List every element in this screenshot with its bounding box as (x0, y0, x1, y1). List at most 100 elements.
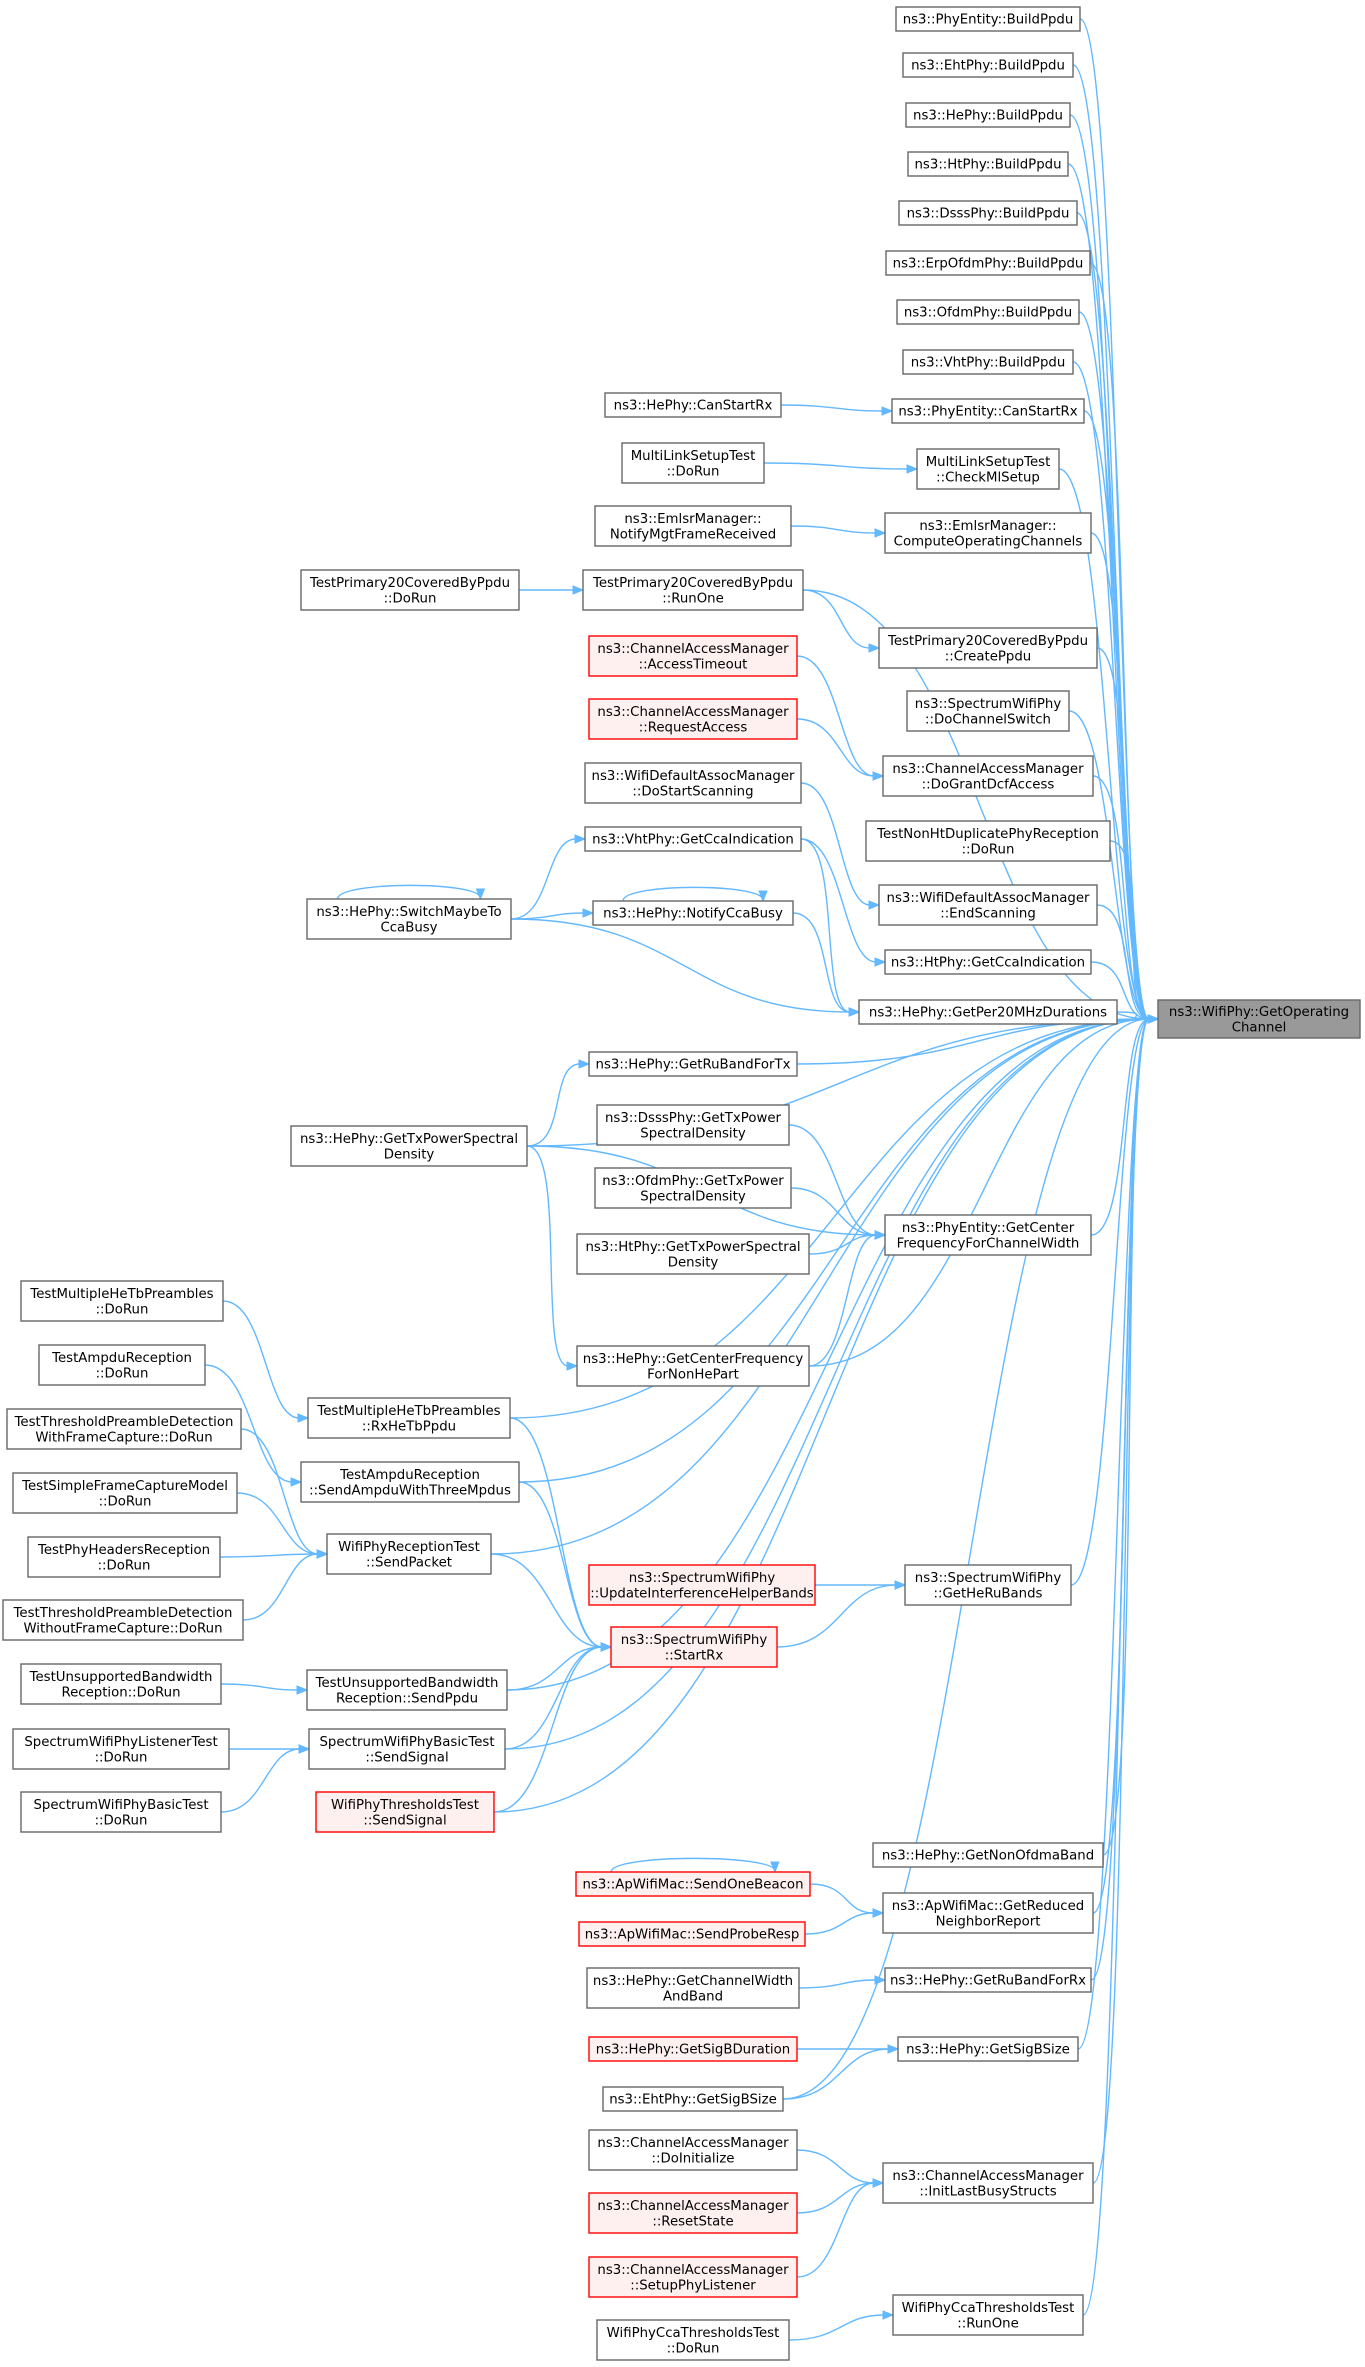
graph-node-tar-dorun[interactable]: TestAmpduReception::DoRun (38, 1344, 206, 1386)
graph-node-wprt-sendpacket[interactable]: WifiPhyReceptionTest::SendPacket (326, 1533, 492, 1575)
call-edge (504, 1018, 1150, 1750)
node-label: ::AccessTimeout (639, 657, 748, 672)
graph-node-mlst-dorun[interactable]: MultiLinkSetupTest::DoRun (621, 442, 765, 484)
nodes-layer: ns3::WifiPhy::GetOperatingChannelns3::Ph… (2, 6, 1361, 2361)
graph-node-wptt-sendsignal[interactable]: WifiPhyThresholdsTest::SendSignal (315, 1791, 495, 1833)
node-label: ns3::SpectrumWifiPhy (621, 1633, 768, 1648)
graph-node-tp20-runone[interactable]: TestPrimary20CoveredByPpdu::RunOne (582, 569, 804, 611)
graph-node-mlst-checkmlsetup[interactable]: MultiLinkSetupTest::CheckMlSetup (916, 448, 1060, 490)
graph-node-tp20-dorun[interactable]: TestPrimary20CoveredByPpdu::DoRun (300, 569, 520, 611)
graph-node-hephy-getrubandfortx[interactable]: ns3::HePhy::GetRuBandForTx (588, 1051, 798, 1077)
graph-node-tphr-dorun[interactable]: TestPhyHeadersReception::DoRun (27, 1536, 221, 1578)
graph-node-ttpd-withoutfc-dorun[interactable]: TestThresholdPreambleDetectionWithoutFra… (2, 1599, 244, 1641)
graph-node-htphy-buildppdu[interactable]: ns3::HtPhy::BuildPpdu (907, 151, 1069, 177)
graph-node-hephy-notifyccabusy[interactable]: ns3::HePhy::NotifyCcaBusy (592, 900, 794, 926)
graph-node-tar-sendampduwiththreempdus[interactable]: TestAmpduReception::SendAmpduWithThreeMp… (300, 1461, 520, 1503)
arrowhead (1147, 1014, 1160, 1024)
graph-node-swp-updateinterferencehelperbands[interactable]: ns3::SpectrumWifiPhy::UpdateInterference… (588, 1564, 816, 1606)
graph-node-apwifimac-sendproberesp[interactable]: ns3::ApWifiMac::SendProbeResp (578, 1921, 806, 1947)
graph-node-swplt-dorun[interactable]: SpectrumWifiPhyListenerTest::DoRun (12, 1728, 230, 1770)
graph-node-wpcct-runone[interactable]: WifiPhyCcaThresholdsTest::RunOne (892, 2294, 1084, 2336)
graph-node-hephy-getsigbduration[interactable]: ns3::HePhy::GetSigBDuration (588, 2036, 798, 2062)
call-edge (204, 1364, 293, 1483)
graph-node-cam-setupphylistener[interactable]: ns3::ChannelAccessManager::SetupPhyListe… (588, 2256, 798, 2298)
graph-node-tsfcm-dorun[interactable]: TestSimpleFrameCaptureModel::DoRun (12, 1472, 238, 1514)
graph-node-tnhdpr-dorun[interactable]: TestNonHtDuplicatePhyReception::DoRun (865, 820, 1111, 862)
graph-node-wdam-endscanning[interactable]: ns3::WifiDefaultAssocManager::EndScannin… (878, 884, 1098, 926)
graph-node-cam-dograntdcfaccess[interactable]: ns3::ChannelAccessManager::DoGrantDcfAcc… (882, 755, 1094, 797)
graph-node-cam-requestaccess[interactable]: ns3::ChannelAccessManager::RequestAccess (588, 698, 798, 740)
graph-node-emlsr-notifymgtframereceived[interactable]: ns3::EmlsrManager::NotifyMgtFrameReceive… (594, 505, 792, 547)
arrowhead (770, 1861, 780, 1874)
graph-node-swp-startrx[interactable]: ns3::SpectrumWifiPhy::StartRx (610, 1626, 778, 1668)
graph-node-cam-doinitialize[interactable]: ns3::ChannelAccessManager::DoInitialize (588, 2129, 798, 2171)
graph-node-wdam-dostartscanning[interactable]: ns3::WifiDefaultAssocManager::DoStartSca… (584, 762, 802, 804)
node-box (882, 755, 1094, 797)
graph-node-swpbt-sendsignal[interactable]: SpectrumWifiPhyBasicTest::SendSignal (308, 1728, 506, 1770)
graph-node-wpcct-dorun[interactable]: WifiPhyCcaThresholdsTest::DoRun (596, 2319, 790, 2361)
graph-node-cam-resetstate[interactable]: ns3::ChannelAccessManager::ResetState (588, 2192, 798, 2234)
graph-node-erpofdmphy-buildppdu[interactable]: ns3::ErpOfdmPhy::BuildPpdu (885, 250, 1091, 276)
call-edge (222, 1300, 300, 1419)
graph-node-ehtphy-buildppdu[interactable]: ns3::EhtPhy::BuildPpdu (902, 52, 1074, 78)
node-label: TestUnsupportedBandwidth (315, 1676, 499, 1691)
node-box (858, 999, 1118, 1025)
node-label: ns3::HePhy::GetChannelWidth (593, 1974, 793, 1989)
graph-node-htphy-getccaindication[interactable]: ns3::HtPhy::GetCcaIndication (884, 949, 1092, 975)
graph-node-dsssphy-buildppdu[interactable]: ns3::DsssPhy::BuildPpdu (898, 200, 1078, 226)
graph-node-hephy-getcenterfreqnonhe[interactable]: ns3::HePhy::GetCenterFrequencyForNonHePa… (576, 1345, 810, 1387)
node-label: ::DoChannelSwitch (925, 712, 1051, 727)
arrowhead (298, 1744, 311, 1754)
graph-node-ttpd-withfc-dorun[interactable]: TestThresholdPreambleDetectionWithFrameC… (6, 1408, 242, 1450)
node-label: ns3::HtPhy::BuildPpdu (915, 158, 1062, 173)
graph-node-apwifimac-sendonebeacon[interactable]: ns3::ApWifiMac::SendOneBeacon (575, 1871, 811, 1897)
graph-node-hephy-getsigbsize[interactable]: ns3::HePhy::GetSigBSize (897, 2036, 1079, 2062)
graph-node-phyentity-getcenterfreq[interactable]: ns3::PhyEntity::GetCenterFrequencyForCha… (884, 1214, 1092, 1256)
graph-node-phyentity-canstartrx[interactable]: ns3::PhyEntity::CanStartRx (891, 398, 1085, 424)
graph-node-emlsr-computeopchannels[interactable]: ns3::EmlsrManager::ComputeOperatingChann… (884, 512, 1092, 554)
graph-node-cam-accesstimeout[interactable]: ns3::ChannelAccessManager::AccessTimeout (588, 635, 798, 677)
node-box (610, 1626, 778, 1668)
graph-node-hephy-buildppdu[interactable]: ns3::HePhy::BuildPpdu (905, 102, 1071, 128)
node-label: ns3::HePhy::GetTxPowerSpectral (300, 1132, 518, 1147)
graph-node-vhtphy-getccaindication[interactable]: ns3::VhtPhy::GetCcaIndication (584, 826, 802, 852)
node-label: ComputeOperatingChannels (894, 534, 1083, 549)
node-label: ns3::ChannelAccessManager (597, 2263, 789, 2278)
graph-node-hephy-canstartrx[interactable]: ns3::HePhy::CanStartRx (604, 392, 782, 418)
graph-node-hephy-getnonofdmaband[interactable]: ns3::HePhy::GetNonOfdmaBand (872, 1842, 1104, 1868)
graph-node-tubr-sendppdu[interactable]: TestUnsupportedBandwidthReception::SendP… (306, 1669, 508, 1711)
graph-node-swp-getherubands[interactable]: ns3::SpectrumWifiPhy::GetHeRuBands (904, 1564, 1072, 1606)
node-box (588, 2192, 798, 2234)
graph-node-swp-dochannelswitch[interactable]: ns3::SpectrumWifiPhy::DoChannelSwitch (906, 690, 1070, 732)
graph-node-ofdmphy-buildppdu[interactable]: ns3::OfdmPhy::BuildPpdu (896, 299, 1080, 325)
graph-node-swpbt-dorun[interactable]: SpectrumWifiPhyBasicTest::DoRun (20, 1791, 222, 1833)
node-label: ::CreatePpdu (945, 649, 1031, 664)
graph-node-hephy-getrubandforrx[interactable]: ns3::HePhy::GetRuBandForRx (884, 1967, 1092, 1993)
node-box (300, 569, 520, 611)
graph-node-tp20-createppdu[interactable]: TestPrimary20CoveredByPpdu::CreatePpdu (878, 627, 1098, 669)
graph-node-ehtphy-getsigbsize[interactable]: ns3::EhtPhy::GetSigBSize (602, 2086, 784, 2112)
graph-node-cam-initlastbusystructs[interactable]: ns3::ChannelAccessManager::InitLastBusyS… (882, 2162, 1094, 2204)
node-label: ::DoRun (667, 2341, 720, 2356)
graph-node-hephy-getper20mhzdurations[interactable]: ns3::HePhy::GetPer20MHzDurations (858, 999, 1118, 1025)
graph-node-tmhtbp-rxhetbppdu[interactable]: TestMultipleHeTbPreambles::RxHeTbPpdu (307, 1397, 511, 1439)
node-box (588, 698, 798, 740)
node-label: ns3::PhyEntity::CanStartRx (898, 405, 1077, 420)
graph-node-tmhtbp-dorun[interactable]: TestMultipleHeTbPreambles::DoRun (20, 1280, 224, 1322)
graph-node-vhtphy-buildppdu[interactable]: ns3::VhtPhy::BuildPpdu (902, 349, 1074, 375)
call-edge (782, 2048, 890, 2100)
arrowhead (881, 406, 894, 416)
graph-node-phyentity-buildppdu[interactable]: ns3::PhyEntity::BuildPpdu (895, 6, 1081, 32)
call-edge (1077, 1018, 1150, 2050)
call-edge (518, 1018, 1150, 1483)
node-label: WifiPhyReceptionTest (338, 1540, 480, 1555)
